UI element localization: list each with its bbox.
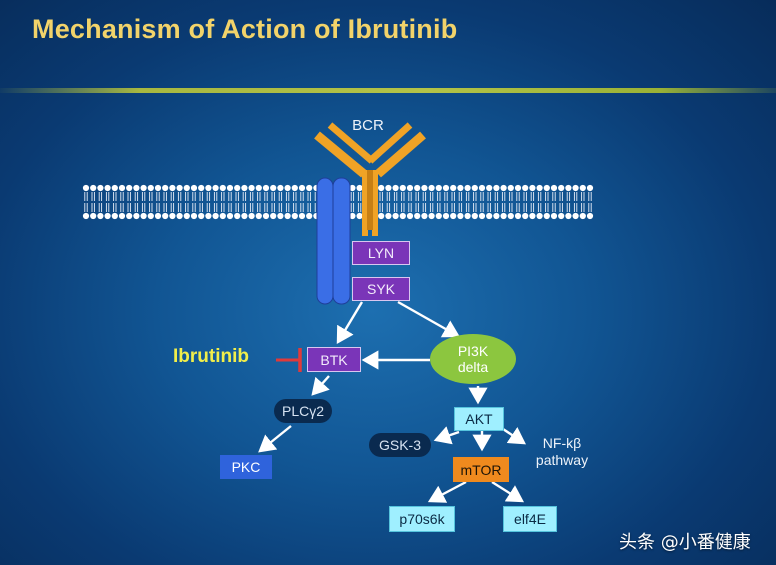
elf4e-box: elf4E <box>503 506 557 532</box>
inhibition-bar <box>276 348 302 372</box>
page-title: Mechanism of Action of Ibrutinib <box>32 14 458 44</box>
pi3k-delta-ellipse: PI3K delta <box>430 334 516 384</box>
arrow-syk-to-btk <box>336 301 364 345</box>
lyn-box: LYN <box>352 241 410 265</box>
arrow-mtor-to-p70s6k <box>427 480 467 503</box>
pi3k-label: PI3K <box>457 343 489 359</box>
syk-box: SYK <box>352 277 410 301</box>
arrow-akt-to-nfkb <box>502 427 526 445</box>
bcr-receptor-shape <box>314 122 426 236</box>
gsk3-pill: GSK-3 <box>369 433 431 457</box>
arrow-akt-to-gsk3 <box>433 426 460 445</box>
nfkb-label: NF-kβ <box>542 435 582 451</box>
arrow-btk-to-plcg2 <box>311 375 330 396</box>
coreceptor-rod-left <box>316 177 334 305</box>
btk-box: BTK <box>307 347 361 372</box>
arrow-mtor-to-elf4e <box>491 480 525 503</box>
bcr-label: BCR <box>352 117 384 134</box>
nfkb-pathway-label: NF-kβ pathway <box>526 435 598 469</box>
watermark: 头条 @小番健康 <box>619 532 751 553</box>
p70s6k-box: p70s6k <box>389 506 455 532</box>
akt-box: AKT <box>454 407 504 431</box>
pi3k-delta-label: delta <box>457 359 489 375</box>
title-divider <box>0 88 776 93</box>
arrow-syk-to-pi3k <box>397 300 461 338</box>
nfkb-pathway-text: pathway <box>535 452 589 468</box>
coreceptor-rod-right <box>332 177 351 305</box>
plcg2-pill: PLCγ2 <box>274 399 332 423</box>
mtor-box: mTOR <box>453 457 509 482</box>
arrow-plcg2-to-pkc <box>258 425 292 453</box>
pkc-box: PKC <box>220 455 272 479</box>
ibrutinib-label: Ibrutinib <box>173 346 249 367</box>
